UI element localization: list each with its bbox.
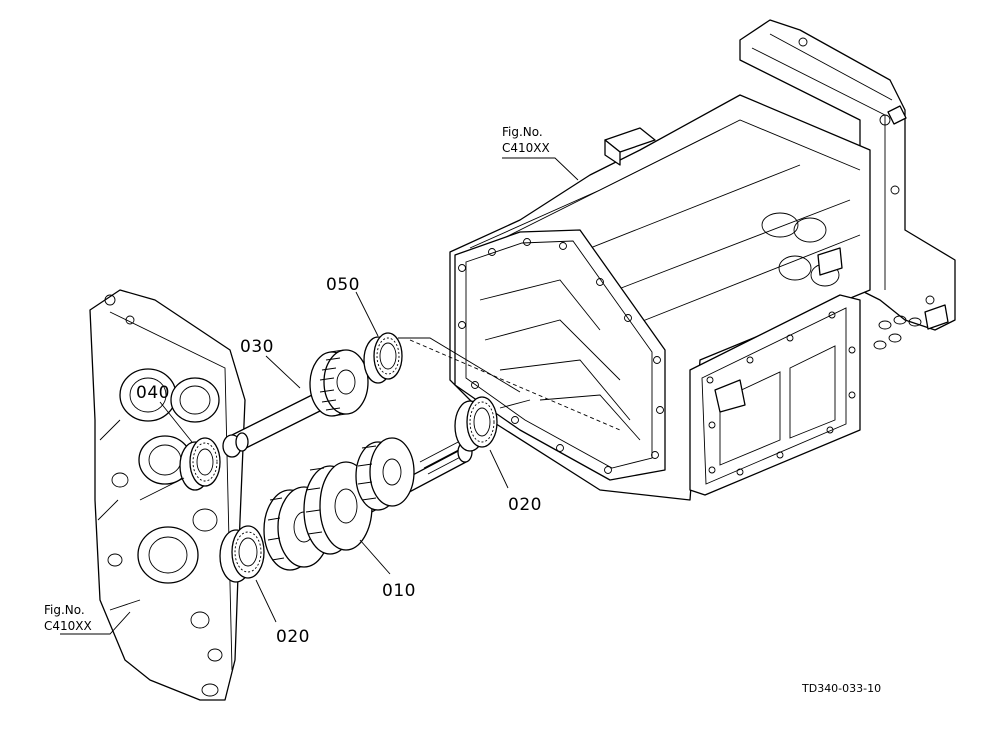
fig-ref-upper-line2: C410XX xyxy=(502,141,550,155)
bearing-020-lower xyxy=(219,525,265,583)
callout-050: 050 xyxy=(326,275,360,295)
bearing-050 xyxy=(363,332,403,384)
countershaft-010 xyxy=(263,437,473,571)
callout-010: 010 xyxy=(382,581,416,601)
fig-ref-upper-line1: Fig.No. xyxy=(502,125,543,139)
callout-040: 040 xyxy=(136,383,170,403)
drawing-code: TD340-033-10 xyxy=(801,682,881,695)
front-cover xyxy=(89,289,246,701)
callout-020-right: 020 xyxy=(508,495,542,515)
callout-020-lower: 020 xyxy=(276,627,310,647)
leader-lines xyxy=(60,157,579,635)
bearing-020-right xyxy=(454,396,498,452)
fig-ref-lower-line1: Fig.No. xyxy=(44,603,85,617)
fig-ref-lower-line2: C410XX xyxy=(44,619,92,633)
shaft-030 xyxy=(222,349,369,458)
bearing-040 xyxy=(179,437,221,491)
callout-030: 030 xyxy=(240,337,274,357)
transmission-case xyxy=(409,19,956,501)
alignment-lines xyxy=(139,337,531,501)
